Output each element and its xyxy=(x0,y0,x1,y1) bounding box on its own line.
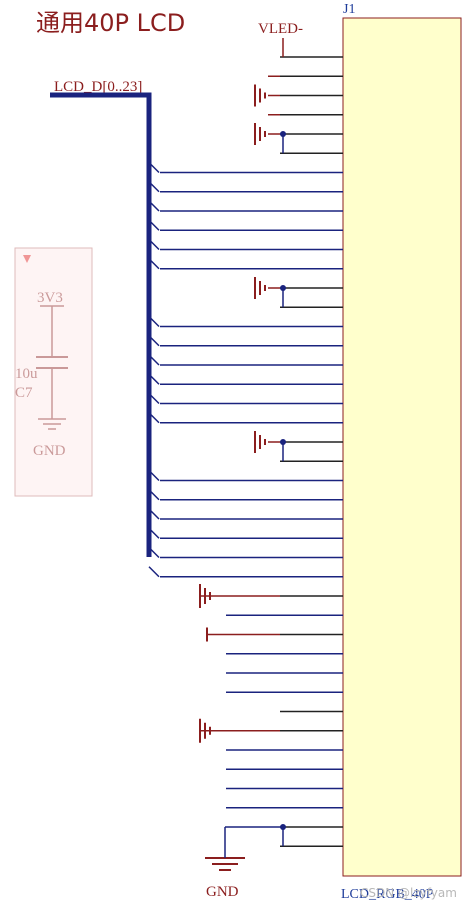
bus-entry xyxy=(148,412,160,424)
connector-value: LCD_RGB_40P xyxy=(341,887,434,902)
bus-entry xyxy=(148,373,160,385)
schematic-title: 通用40P LCD xyxy=(36,9,185,37)
bus-label: LCD_D[0..23] xyxy=(54,79,142,95)
bus-entry xyxy=(148,508,160,520)
cap-box xyxy=(14,247,93,497)
cap-bottom-net: GND xyxy=(33,443,66,459)
bus-line xyxy=(50,92,152,557)
bus-entry xyxy=(148,161,160,174)
pad-gnd-label: GND xyxy=(206,884,239,900)
bus-entry xyxy=(148,258,160,270)
cap-top-net: 3V3 xyxy=(37,290,63,306)
warning-triangle-icon xyxy=(23,255,31,263)
connector-body xyxy=(342,17,462,877)
bus-entry xyxy=(148,200,160,212)
pad-ground-symbol: GND xyxy=(205,857,245,900)
bus-entry xyxy=(148,527,160,539)
bus-entry xyxy=(148,546,160,559)
connector-ref: J1 xyxy=(343,2,355,17)
bus-entry xyxy=(148,219,160,231)
bus-entry xyxy=(148,354,160,366)
bus-entry xyxy=(148,489,160,501)
cap-ref: C7 xyxy=(15,385,33,401)
bus-entry xyxy=(148,335,160,347)
bus-entry xyxy=(148,392,160,405)
watermark: CSDN @lzyfyam xyxy=(360,886,457,900)
bus-entry xyxy=(148,181,160,193)
pins-layer xyxy=(148,38,343,858)
junction-dot xyxy=(280,439,286,445)
junction-dot xyxy=(280,285,286,291)
junction-dot xyxy=(280,131,286,137)
vled-minus-label: VLED- xyxy=(258,21,303,37)
bus-entry xyxy=(148,469,160,482)
bus-entry xyxy=(148,238,160,251)
junction-dot xyxy=(280,824,286,830)
bus-entry xyxy=(148,315,160,328)
cap-value: 10u xyxy=(15,366,38,382)
bus-entry xyxy=(148,566,160,578)
capacitor-c7: 3V3 10u C7 GND xyxy=(14,247,93,497)
